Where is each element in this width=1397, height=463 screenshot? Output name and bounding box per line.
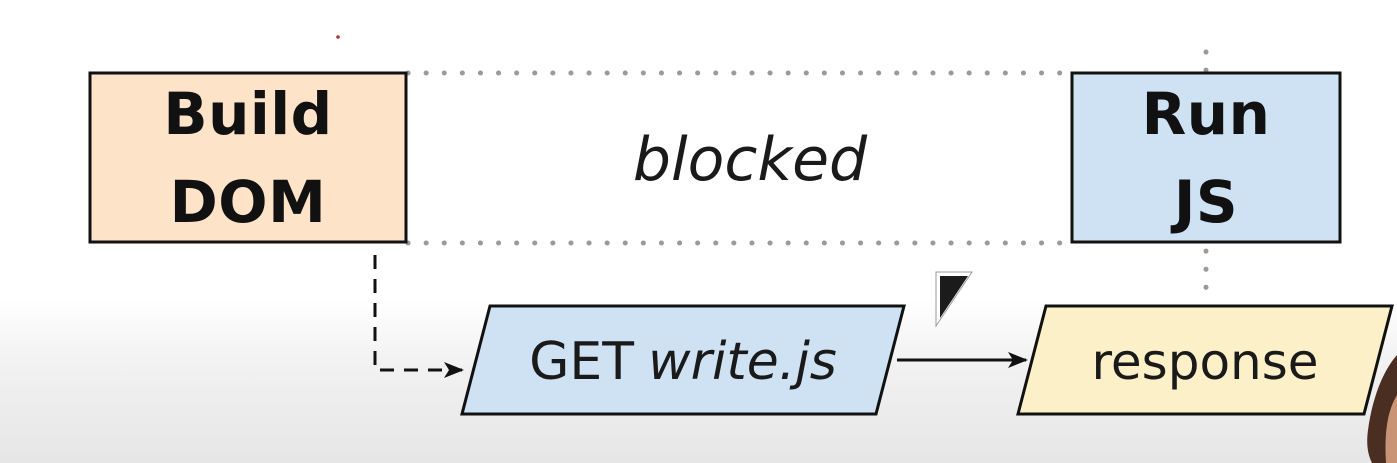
get-file: write.js — [648, 332, 837, 392]
dashed-request-arrow — [373, 255, 464, 378]
run-js-label: Run JS — [1072, 73, 1340, 242]
get-request-label: GET write.js — [476, 322, 890, 402]
response-label: response — [1091, 333, 1319, 391]
build-dom-line2: DOM — [169, 167, 327, 236]
run-js-box — [1070, 71, 1342, 244]
stray-dot — [336, 35, 340, 39]
build-dom-line1: Build — [163, 79, 333, 148]
run-js-line2: JS — [1173, 167, 1239, 236]
build-dom-box — [88, 71, 408, 244]
response-shape — [1016, 304, 1394, 416]
cursor-icon — [935, 271, 973, 328]
build-dom-label: Build DOM — [90, 73, 406, 242]
get-request-shape — [460, 304, 906, 416]
get-method: GET — [529, 332, 635, 392]
blocked-label: blocked — [632, 125, 868, 195]
presenter-thumbnail — [1367, 355, 1397, 463]
run-js-line1: Run — [1141, 79, 1271, 148]
